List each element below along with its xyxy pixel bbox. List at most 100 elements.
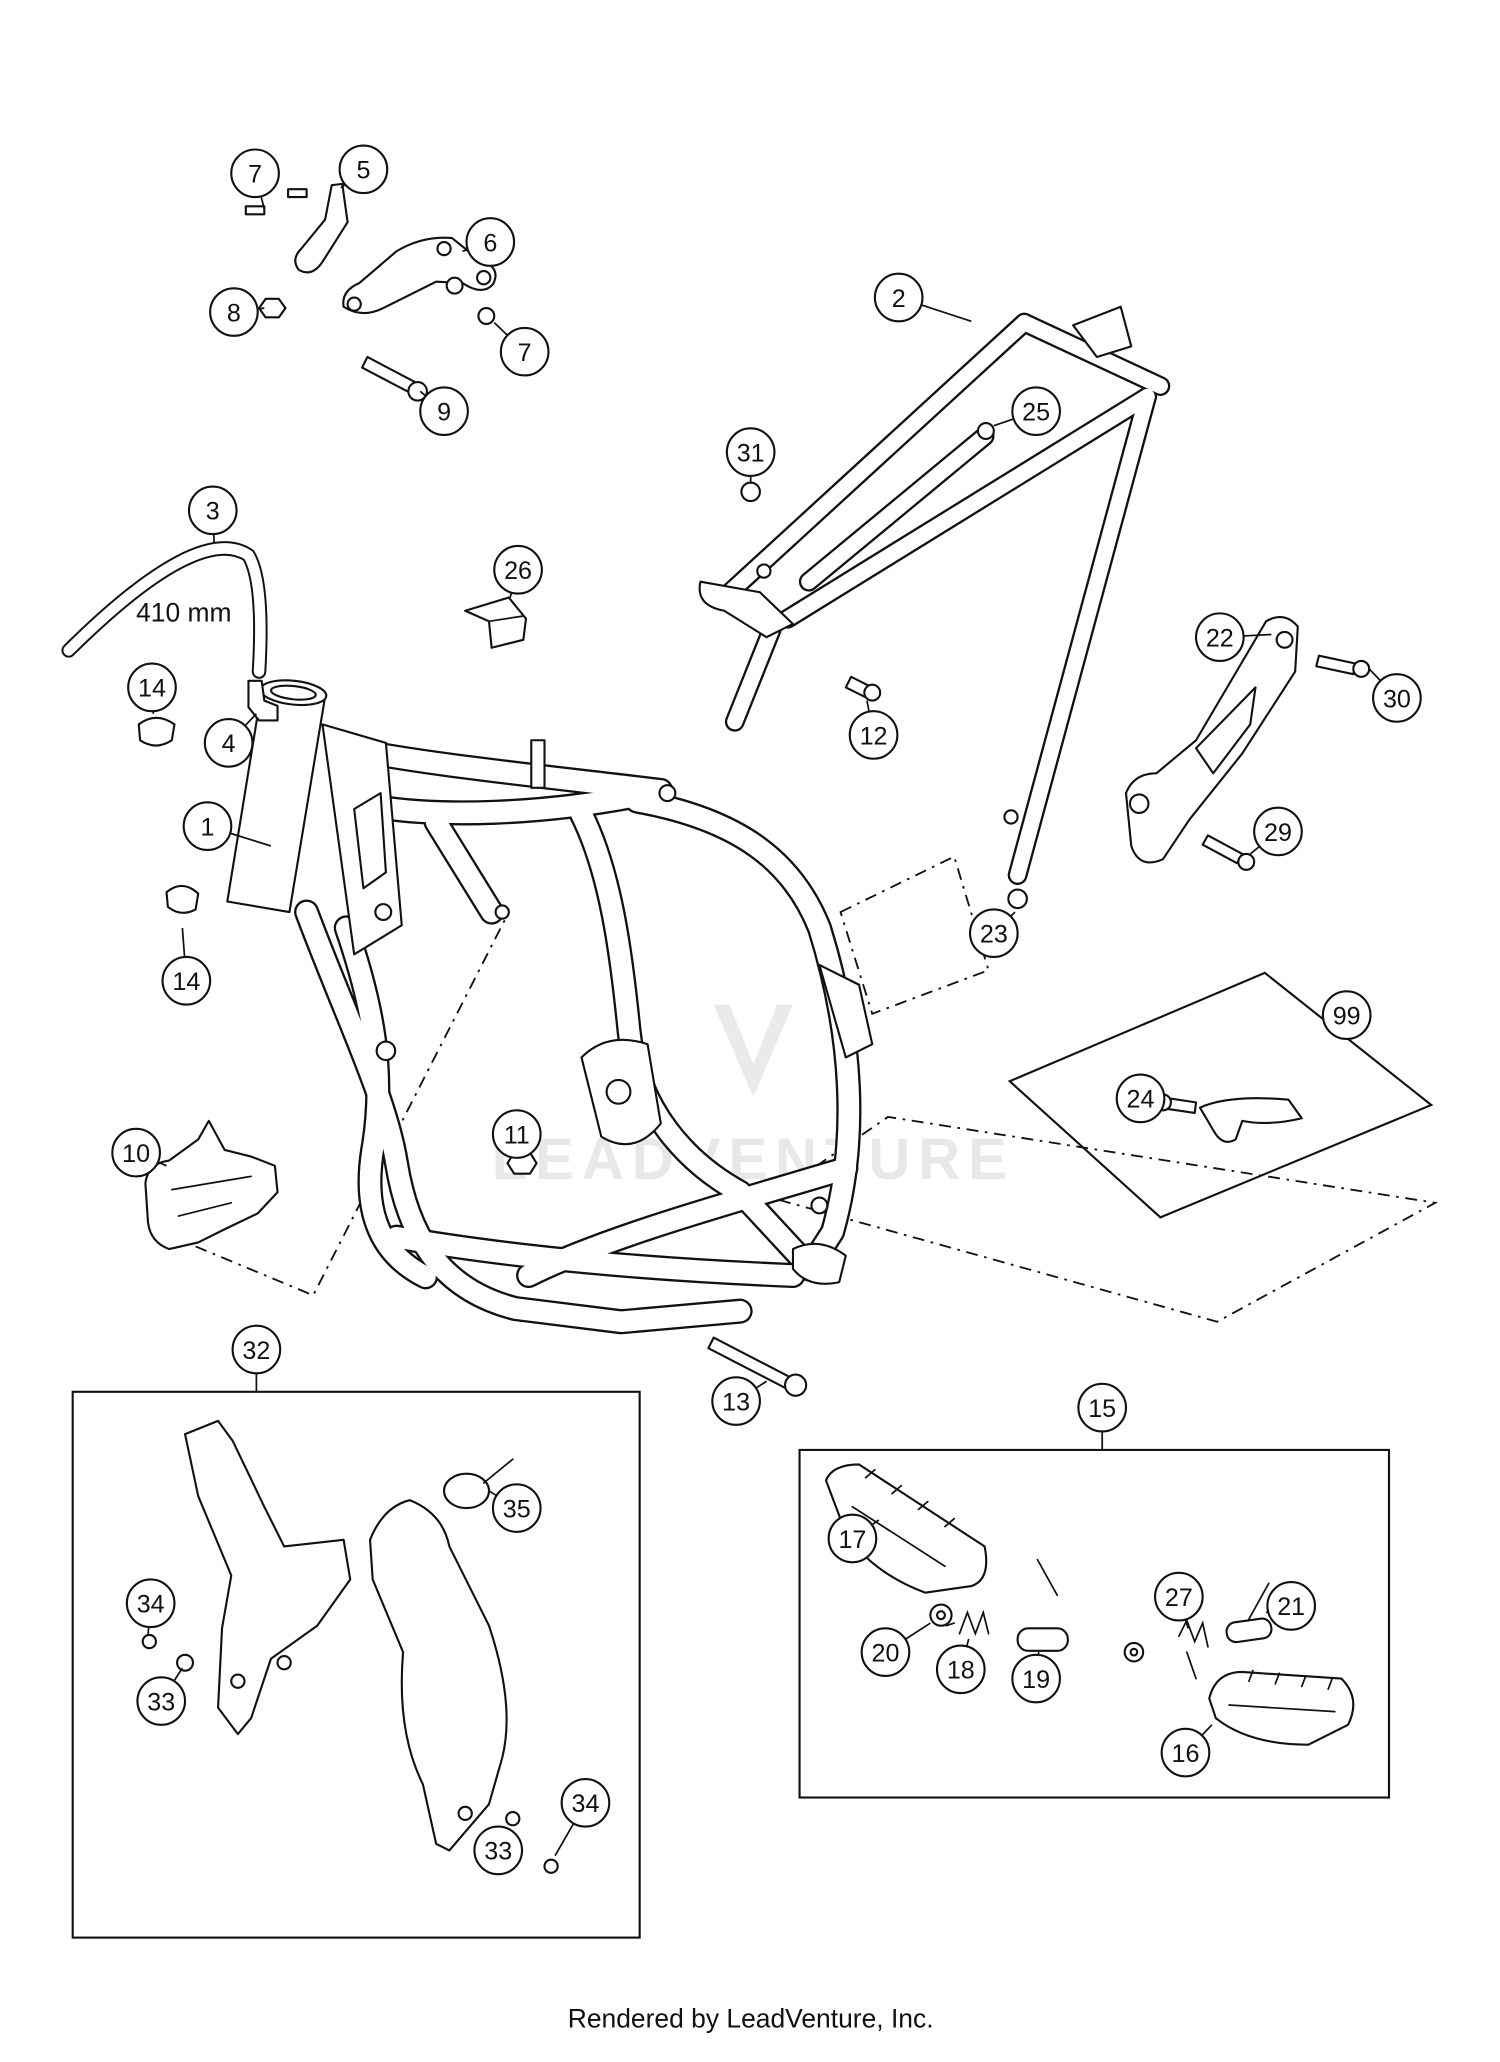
subframe-front-mount <box>698 580 795 639</box>
callout-number: 14 <box>138 675 166 703</box>
callout-number: 15 <box>1088 1395 1116 1423</box>
watermark: LEADVENTURE <box>492 1004 1015 1192</box>
spring <box>945 1609 990 1637</box>
subframe-mount-hole <box>1003 809 1019 825</box>
hose-inner <box>63 543 266 677</box>
callout-number: 8 <box>227 299 241 327</box>
callout-number: 33 <box>484 1838 512 1866</box>
subframe-mount-hole <box>756 563 772 579</box>
callout-circle <box>1194 612 1245 663</box>
callout-number: 10 <box>122 1140 150 1168</box>
engine-bracket <box>342 236 497 315</box>
callout: 10 <box>111 1127 167 1178</box>
callout-number: 26 <box>504 557 532 585</box>
callout: 20 <box>860 1622 931 1677</box>
callout-number: 18 <box>947 1657 975 1685</box>
callout: 21 <box>1265 1581 1317 1631</box>
callout-circle <box>111 1127 161 1178</box>
callout: 33 <box>473 1825 524 1876</box>
sticker-fold <box>488 615 525 623</box>
leader-line <box>493 322 509 336</box>
spring <box>1177 1618 1209 1680</box>
kit-box-15 <box>798 1448 1391 1799</box>
callout-circle <box>935 1644 986 1695</box>
hose-drawing <box>61 541 268 679</box>
callout-number: 17 <box>838 1526 866 1554</box>
kit-32-contents <box>141 1419 559 1874</box>
slider-plate <box>1198 1097 1303 1143</box>
callout-number: 31 <box>737 439 765 467</box>
sticker <box>464 596 528 649</box>
callout-number: 9 <box>437 398 451 426</box>
leader-line <box>965 1638 970 1647</box>
callout-number: 34 <box>571 1790 599 1818</box>
callout: 15 <box>1077 1382 1128 1450</box>
lower-bracket <box>791 1242 847 1285</box>
bracket-strip <box>294 182 349 274</box>
subframe-top-plate <box>1072 305 1133 359</box>
callout-number: 16 <box>1171 1740 1199 1768</box>
callout-circle <box>1372 673 1422 723</box>
chain-guide-hole <box>1128 793 1150 814</box>
cable-tie <box>442 1472 491 1510</box>
bolt <box>1315 654 1358 676</box>
callout: 7 <box>493 322 550 377</box>
leader-line <box>1243 633 1272 637</box>
leader-line <box>1368 668 1382 682</box>
leader-line <box>921 304 972 323</box>
watermark-text: LEADVENTURE <box>492 1127 1015 1192</box>
callout-circle <box>187 485 238 536</box>
callout-number: 7 <box>518 339 532 367</box>
callout: 14 <box>127 662 177 714</box>
pin <box>1016 1627 1069 1652</box>
callout: 35 <box>488 1483 542 1533</box>
leader-line <box>229 832 272 847</box>
callout-circle <box>1253 806 1303 857</box>
callout-circle <box>860 1627 911 1677</box>
bolt-head <box>976 422 995 440</box>
callout-number: 5 <box>356 157 370 185</box>
bolt-head <box>1007 888 1028 910</box>
leader-line <box>157 1161 167 1167</box>
callout: 9 <box>419 386 469 437</box>
callout: 2 <box>873 272 972 323</box>
leader-line <box>260 196 266 210</box>
callout-circle <box>1266 1581 1317 1631</box>
cotter-pin <box>1036 1558 1059 1597</box>
leader-line <box>257 307 265 310</box>
bolt-head <box>863 683 882 702</box>
frame-mount-bolt <box>494 904 510 920</box>
callout-number: 2 <box>892 285 906 313</box>
skid-guard-detail <box>170 1175 252 1217</box>
kit-box-32 <box>71 1390 641 1939</box>
callout-circle <box>493 544 543 595</box>
callout-number: 29 <box>1264 819 1292 847</box>
callout-circle <box>209 287 259 337</box>
callout: 22 <box>1194 612 1272 663</box>
callout-circle <box>231 1324 282 1375</box>
callout: 4 <box>203 713 258 768</box>
callout-circle <box>1115 1073 1166 1124</box>
footpeg-left <box>824 1463 988 1594</box>
footpeg-teeth <box>1228 1669 1336 1713</box>
chain-guide-slider <box>1194 686 1257 775</box>
bolt-head <box>445 276 464 295</box>
frame-mount-bolt <box>658 784 677 803</box>
frame-protector-left <box>183 1419 352 1736</box>
callout-circle <box>1011 1653 1061 1704</box>
callout-number: 35 <box>503 1495 531 1523</box>
callout-number: 25 <box>1022 398 1050 426</box>
bracket-hole <box>346 296 362 312</box>
callout: 5 <box>338 144 389 195</box>
callout: 24 <box>1115 1073 1166 1124</box>
callout-number: 33 <box>147 1688 175 1716</box>
callout: 12 <box>848 700 899 760</box>
hose-clamp <box>165 884 200 914</box>
callout: 17 <box>827 1513 880 1564</box>
leader-line <box>244 713 258 727</box>
skid-guard <box>144 1119 279 1251</box>
callout-number: 13 <box>722 1388 750 1416</box>
callout-number: 21 <box>1277 1593 1305 1621</box>
callout-number: 4 <box>222 730 236 758</box>
callout: 18 <box>935 1638 986 1695</box>
